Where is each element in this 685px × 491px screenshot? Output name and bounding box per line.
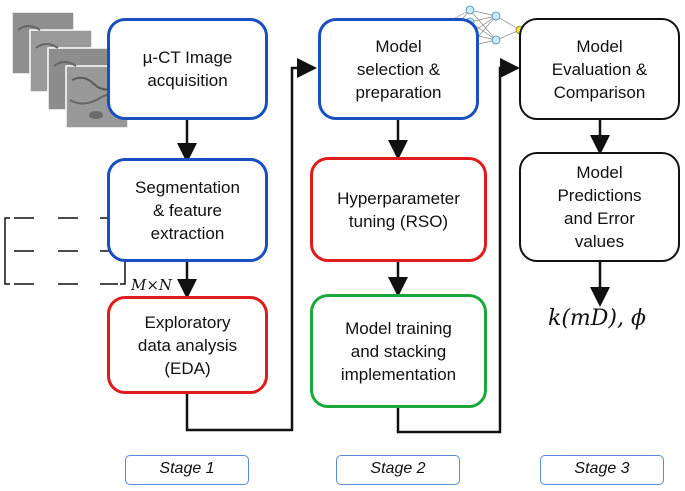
hyperparameter-label: Hyperparameter tuning (RSO) bbox=[337, 188, 460, 231]
arrow-eda-to-model-selection bbox=[185, 58, 317, 432]
predictions-label: Model Predictions and Error values bbox=[557, 163, 642, 251]
evaluation-label: Model Evaluation & Comparison bbox=[551, 36, 648, 102]
output-formula: k(mD), ϕ bbox=[548, 306, 646, 331]
ct-acquisition-box: µ-CT Image acquisition bbox=[107, 18, 268, 120]
evaluation-box: Model Evaluation & Comparison bbox=[519, 18, 680, 120]
eda-label: Exploratory data analysis (EDA) bbox=[137, 312, 238, 378]
model-selection-box: Model selection & preparation bbox=[318, 18, 479, 120]
ct-acquisition-label: µ-CT Image acquisition bbox=[142, 48, 233, 90]
ct-image-stack-icon bbox=[11, 11, 129, 129]
stage-1-label: Stage 1 bbox=[125, 455, 249, 485]
eda-box: Exploratory data analysis (EDA) bbox=[107, 296, 268, 394]
hyperparameter-box: Hyperparameter tuning (RSO) bbox=[310, 157, 487, 262]
model-training-box: Model training and stacking implementati… bbox=[310, 294, 487, 408]
segmentation-label: Segmentation & feature extraction bbox=[135, 177, 240, 243]
model-training-label: Model training and stacking implementati… bbox=[340, 318, 457, 384]
model-selection-label: Model selection & preparation bbox=[355, 36, 442, 102]
stage-2-label: Stage 2 bbox=[336, 455, 460, 485]
segmentation-box: Segmentation & feature extraction bbox=[107, 158, 268, 262]
arrow-training-to-evaluation bbox=[396, 58, 520, 434]
predictions-box: Model Predictions and Error values bbox=[519, 152, 680, 262]
matrix-dimension-label: M×N bbox=[131, 276, 173, 294]
stage-3-label: Stage 3 bbox=[540, 455, 664, 485]
